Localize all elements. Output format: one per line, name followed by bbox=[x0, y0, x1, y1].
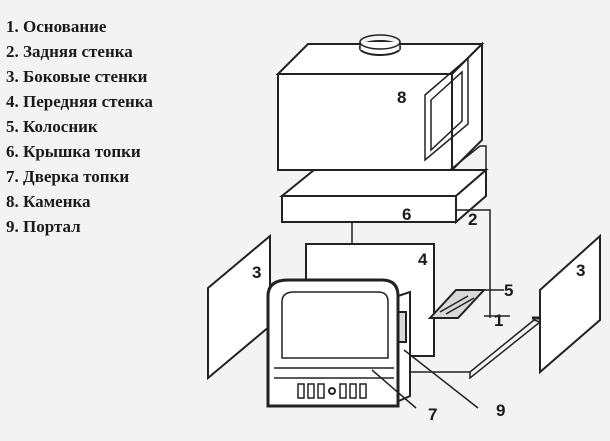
back-wall-outline bbox=[456, 209, 491, 318]
firebox-lid-top bbox=[279, 169, 489, 197]
grate-plate bbox=[427, 289, 487, 319]
legend-item-front-wall: 4. Передняя стенка bbox=[6, 89, 153, 114]
firebox-door-vent-slot bbox=[349, 383, 357, 399]
legend-text: Крышка топки bbox=[23, 142, 141, 161]
firebox-door-vent-slot bbox=[317, 383, 325, 399]
legend-number: 4. bbox=[6, 92, 19, 111]
firebox-lid-gasket bbox=[447, 145, 487, 171]
grate: 5 bbox=[427, 281, 513, 319]
parts-legend: 1. Основание 2. Задняя стенка 3. Боковые… bbox=[6, 14, 153, 239]
legend-number: 5. bbox=[6, 117, 19, 136]
base: 1 bbox=[398, 311, 542, 380]
side-wall-left: 3 bbox=[207, 233, 271, 381]
callout-base: 1 bbox=[494, 311, 503, 330]
base-edge bbox=[469, 319, 542, 380]
back-wall: 2 bbox=[456, 209, 491, 318]
legend-text: Каменка bbox=[23, 192, 91, 211]
legend-item-base: 1. Основание bbox=[6, 14, 153, 39]
side-wall-right-panel bbox=[539, 233, 601, 375]
legend-text: Дверка топки bbox=[23, 167, 130, 186]
legend-item-back-wall: 2. Задняя стенка bbox=[6, 39, 153, 64]
callout-firebox-lid: 6 bbox=[402, 205, 411, 224]
grate-bar bbox=[445, 297, 475, 315]
firebox-door-knob bbox=[328, 387, 336, 395]
firebox-door-vent-slot bbox=[297, 383, 305, 399]
portal-leader-line bbox=[403, 349, 479, 409]
legend-number: 8. bbox=[6, 192, 19, 211]
callout-side-wall-right: 3 bbox=[576, 261, 585, 280]
firebox-door-vent-slot bbox=[307, 383, 315, 399]
callout-firebox-door: 7 bbox=[428, 405, 437, 424]
firebox-door-vent-slot bbox=[339, 383, 347, 399]
legend-text: Передняя стенка bbox=[23, 92, 153, 111]
legend-text: Боковые стенки bbox=[23, 67, 148, 86]
firebox-door-glass bbox=[281, 291, 389, 359]
heater-front-face bbox=[277, 73, 453, 171]
firebox-door: 7 bbox=[266, 278, 437, 424]
legend-item-stove-heater: 8. Каменка bbox=[6, 189, 153, 214]
heater-side-opening bbox=[424, 56, 469, 162]
legend-item-firebox-lid: 6. Крышка топки bbox=[6, 139, 153, 164]
legend-item-side-walls: 3. Боковые стенки bbox=[6, 64, 153, 89]
firebox-lid: 6 bbox=[279, 145, 489, 225]
firebox-lid-side bbox=[455, 167, 487, 225]
legend-item-portal: 9. Портал bbox=[6, 214, 153, 239]
legend-number: 7. bbox=[6, 167, 19, 186]
legend-text: Основание bbox=[23, 17, 107, 36]
callout-side-wall-left: 3 bbox=[252, 263, 261, 282]
callout-back-wall: 2 bbox=[468, 210, 477, 229]
firebox-door-leader-line bbox=[371, 369, 417, 409]
legend-number: 9. bbox=[6, 217, 19, 236]
legend-item-firebox-door: 7. Дверка топки bbox=[6, 164, 153, 189]
callout-grate: 5 bbox=[504, 281, 513, 300]
firebox-lid-front bbox=[281, 195, 457, 223]
heater-side-opening-inner bbox=[430, 70, 463, 152]
callout-stove-heater: 8 bbox=[397, 88, 406, 107]
firebox-door-vent-slot bbox=[359, 383, 367, 399]
legend-number: 2. bbox=[6, 42, 19, 61]
legend-number: 3. bbox=[6, 67, 19, 86]
legend-number: 6. bbox=[6, 142, 19, 161]
side-wall-right: 3 bbox=[532, 233, 601, 375]
callout-portal: 9 bbox=[496, 401, 505, 420]
legend-item-grate: 5. Колосник bbox=[6, 114, 153, 139]
stove-heater: 8 bbox=[275, 34, 485, 173]
legend-text: Задняя стенка bbox=[23, 42, 133, 61]
firebox-door-outer bbox=[266, 278, 400, 408]
side-wall-left-panel bbox=[207, 233, 271, 381]
callout-front-wall: 4 bbox=[418, 250, 428, 269]
legend-text: Портал bbox=[23, 217, 81, 236]
heater-chimney-collar bbox=[360, 42, 400, 50]
legend-number: 1. bbox=[6, 17, 19, 36]
legend-text: Колосник bbox=[23, 117, 98, 136]
grate-bar bbox=[439, 295, 469, 313]
